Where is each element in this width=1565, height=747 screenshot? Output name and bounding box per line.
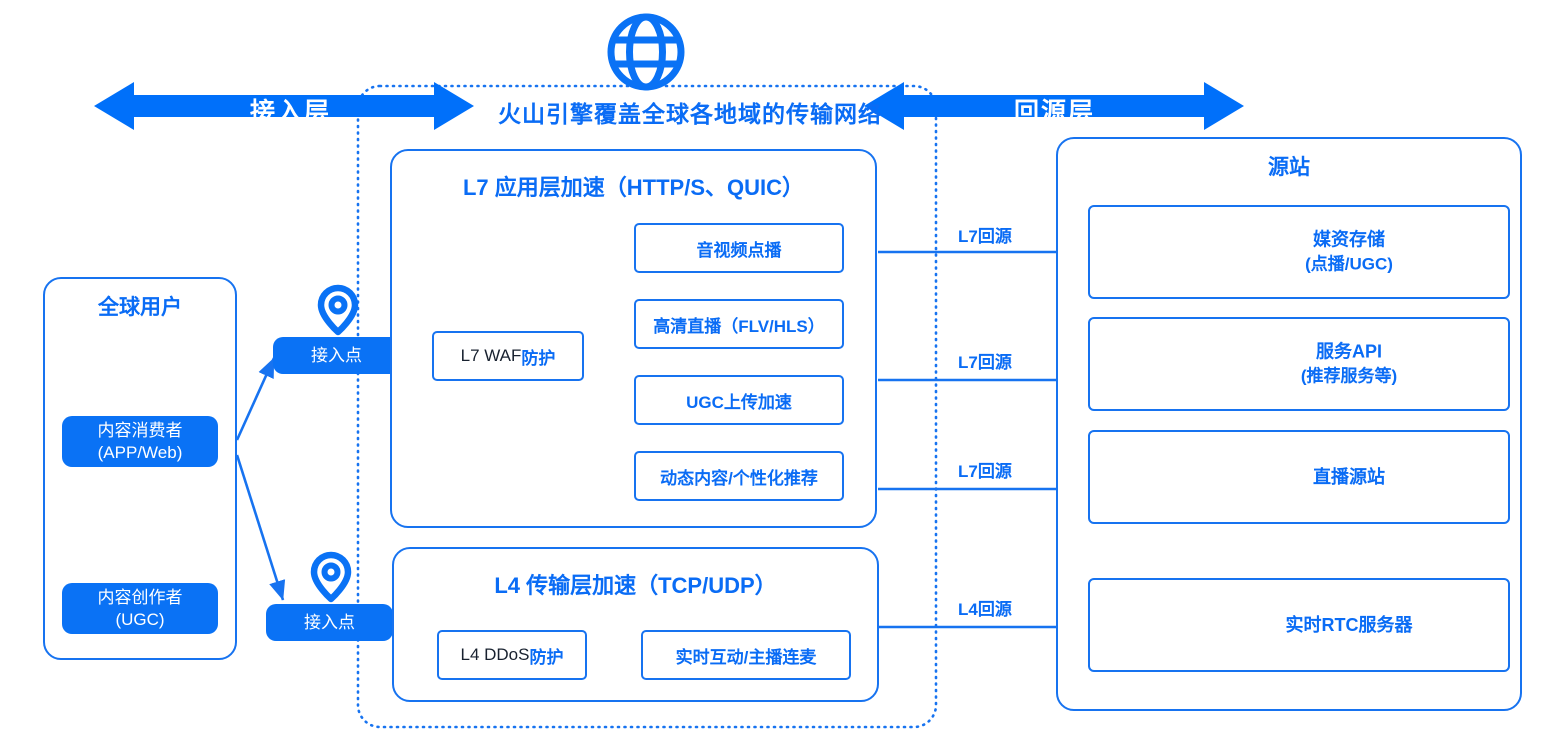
creator-label-main: 内容创作者	[97, 588, 183, 608]
origin-row-1-sub: (点播/UGC)	[1305, 254, 1393, 274]
user-type-creator[interactable]: 内容创作者 (UGC)	[62, 583, 218, 634]
access-point-2[interactable]: 接入点	[266, 604, 393, 641]
origin-row-3-text: 直播源站	[1200, 464, 1498, 490]
origin-row-1-text: 媒资存储 (点播/UGC)	[1200, 227, 1498, 278]
origin-row-3-main: 直播源站	[1313, 466, 1385, 487]
access-point-1-label: 接入点	[311, 345, 362, 365]
consumer-label-sub: (APP/Web)	[97, 442, 183, 462]
network-banner-label: 火山引擎覆盖全球各地域的传输网络	[498, 101, 882, 127]
access-layer-banner-label: 接入层	[250, 98, 332, 126]
globe-icon	[607, 13, 685, 91]
l7-service-ugc-upload[interactable]: UGC上传加速	[634, 375, 844, 425]
origin-row-2-text: 服务API (推荐服务等)	[1200, 339, 1498, 390]
l7-waf-gateway[interactable]: L7 WAF 防护	[432, 331, 584, 381]
l7-service-live[interactable]: 高清直播（FLV/HLS）	[634, 299, 844, 349]
l7-waf-suffix: 防护	[521, 348, 556, 368]
users-panel-title: 全球用户	[98, 296, 182, 319]
origin-row-rtc-server[interactable]: 实时RTC服务器	[1088, 578, 1510, 672]
backhaul-label-4: L4回源	[958, 600, 1012, 619]
l7-panel-title: L7 应用层加速（HTTP/S、QUIC）	[462, 175, 804, 200]
location-pin-icon	[310, 551, 352, 603]
origin-row-1-main: 媒资存储	[1313, 229, 1385, 250]
origin-row-media-storage[interactable]: 媒资存储 (点播/UGC)	[1088, 205, 1510, 299]
origin-row-4-main: 实时RTC服务器	[1285, 614, 1413, 635]
backhaul-label-2: L7回源	[958, 353, 1012, 372]
origin-row-2-main: 服务API	[1315, 341, 1382, 362]
l4-service-rtc[interactable]: 实时互动/主播连麦	[641, 630, 851, 680]
backhaul-label-1: L7回源	[958, 227, 1012, 246]
origin-row-2-sub: (推荐服务等)	[1300, 366, 1398, 386]
creator-label-sub: (UGC)	[115, 609, 165, 629]
access-point-1[interactable]: 接入点	[273, 337, 400, 374]
l7-waf-prefix: L7 WAF	[460, 346, 522, 365]
l4-ddos-gateway[interactable]: L4 DDoS 防护	[437, 630, 587, 680]
l4-ddos-prefix: L4 DDoS	[460, 645, 530, 664]
location-pin-icon	[317, 284, 359, 336]
l7-service-dynamic[interactable]: 动态内容/个性化推荐	[634, 451, 844, 501]
l4-panel-title: L4 传输层加速（TCP/UDP）	[494, 573, 777, 598]
consumer-label-main: 内容消费者	[97, 421, 183, 441]
arrow-user-to-ap2	[235, 454, 286, 601]
origin-panel-title: 源站	[1268, 156, 1310, 179]
origin-row-4-text: 实时RTC服务器	[1200, 612, 1498, 638]
arrow-user-to-ap1	[235, 357, 276, 441]
l7-service-vod[interactable]: 音视频点播	[634, 223, 844, 273]
origin-row-service-api[interactable]: 服务API (推荐服务等)	[1088, 317, 1510, 411]
backhaul-layer-banner-label: 回源层	[1014, 98, 1096, 126]
backhaul-label-3: L7回源	[958, 462, 1012, 481]
l4-ddos-suffix: 防护	[529, 647, 564, 667]
access-point-2-label: 接入点	[304, 612, 355, 632]
origin-row-live-origin[interactable]: 直播源站	[1088, 430, 1510, 524]
user-type-consumer[interactable]: 内容消费者 (APP/Web)	[62, 416, 218, 467]
